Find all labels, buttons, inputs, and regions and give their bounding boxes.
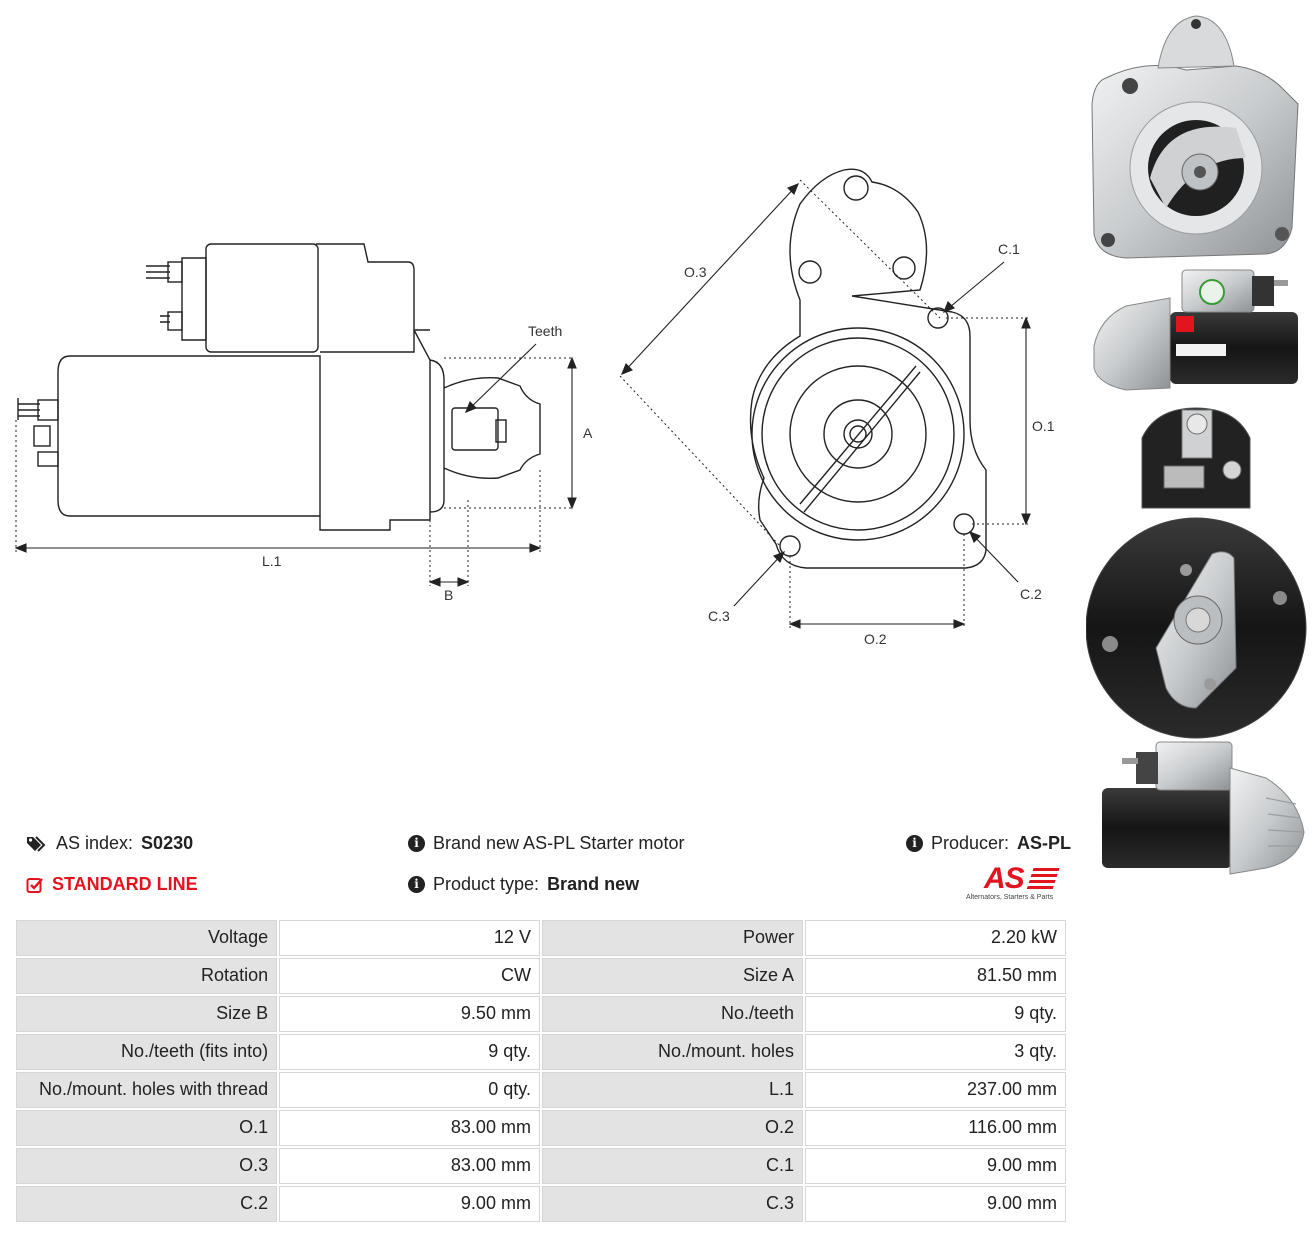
spec-label: No./teeth <box>541 996 804 1032</box>
spec-value: 83.00 mm <box>279 1110 540 1146</box>
spec-label: Rotation <box>16 958 278 994</box>
spec-value: 9 qty. <box>279 1034 540 1070</box>
table-row: Size B 9.50 mm No./teeth 9 qty. <box>16 996 1066 1032</box>
specs-table: Voltage 12 V Power 2.20 kW Rotation CW S… <box>14 918 1068 1224</box>
table-row: No./mount. holes with thread 0 qty. L.1 … <box>16 1072 1066 1108</box>
table-row: No./teeth (fits into) 9 qty. No./mount. … <box>16 1034 1066 1070</box>
producer-label: Producer: <box>931 833 1010 853</box>
spec-label: No./mount. holes <box>541 1034 804 1070</box>
spec-value: 9 qty. <box>805 996 1066 1032</box>
spec-value: 9.50 mm <box>279 996 540 1032</box>
check-square-icon <box>26 877 43 893</box>
table-row: C.2 9.00 mm C.3 9.00 mm <box>16 1186 1066 1222</box>
table-row: Voltage 12 V Power 2.20 kW <box>16 920 1066 956</box>
producer: i Producer: AS-PL <box>906 833 1071 854</box>
tags-icon <box>27 835 46 852</box>
spec-label: C.3 <box>541 1186 804 1222</box>
photo-commutator-end <box>1086 407 1307 739</box>
label-l1: L.1 <box>262 553 282 569</box>
spec-value: 9.00 mm <box>805 1186 1066 1222</box>
spec-value: CW <box>279 958 540 994</box>
spec-value: 9.00 mm <box>805 1148 1066 1184</box>
label-o3: O.3 <box>684 264 707 280</box>
label-size-b: B <box>444 587 453 603</box>
spec-value: 0 qty. <box>279 1072 540 1108</box>
spec-label: No./teeth (fits into) <box>16 1034 278 1070</box>
logo-stripes <box>1026 868 1060 890</box>
product-line: STANDARD LINE <box>26 874 198 895</box>
product-photos <box>1086 8 1310 876</box>
spec-label: Voltage <box>16 920 278 956</box>
spec-label: C.2 <box>16 1186 278 1222</box>
as-pl-logo: AS Alternators, Starters & Parts <box>960 862 1070 912</box>
label-teeth: Teeth <box>528 323 562 339</box>
label-c3: C.3 <box>708 608 730 624</box>
spec-value: 9.00 mm <box>279 1186 540 1222</box>
side-view-drive-housing <box>319 329 431 531</box>
photo-drive-end-front <box>1091 15 1299 259</box>
dimension-drawing-svg: Teeth A L.1 B <box>14 168 1055 647</box>
table-row: O.1 83.00 mm O.2 116.00 mm <box>16 1110 1066 1146</box>
photo-side-view <box>1093 269 1298 391</box>
front-view-housing-outer <box>751 327 965 541</box>
technical-drawing: Teeth A L.1 B <box>14 168 1055 647</box>
info-circle-icon: i <box>408 835 425 852</box>
label-size-a: A <box>583 425 593 441</box>
logo-tagline: Alternators, Starters & Parts <box>966 894 1054 901</box>
spec-value: 3 qty. <box>805 1034 1066 1070</box>
table-row: Rotation CW Size A 81.50 mm <box>16 958 1066 994</box>
side-view-solenoid <box>205 243 319 353</box>
label-c1: C.1 <box>998 241 1020 257</box>
table-row: O.3 83.00 mm C.1 9.00 mm <box>16 1148 1066 1184</box>
hole-c2 <box>953 513 975 535</box>
logo-mark: AS <box>984 862 1025 895</box>
product-type-value: Brand new <box>547 874 640 894</box>
front-view-flange <box>749 168 987 569</box>
info-circle-icon: i <box>408 876 425 893</box>
label-c2: C.2 <box>1020 586 1042 602</box>
product-type: i Product type: Brand new <box>408 874 639 895</box>
label-o2: O.2 <box>864 631 887 647</box>
spec-label: Power <box>541 920 804 956</box>
spec-value: 237.00 mm <box>805 1072 1066 1108</box>
spec-label: No./mount. holes with thread <box>16 1072 278 1108</box>
spec-label: O.2 <box>541 1110 804 1146</box>
product-description: i Brand new AS-PL Starter motor <box>408 833 684 854</box>
as-index-label: AS index: <box>56 833 134 853</box>
product-info: AS index: S0230 STANDARD LINE i Brand ne… <box>0 826 1080 916</box>
side-view-motor-body <box>57 355 321 517</box>
as-index-value: S0230 <box>141 833 194 853</box>
spec-value: 2.20 kW <box>805 920 1066 956</box>
label-o1: O.1 <box>1032 418 1055 434</box>
spec-value: 12 V <box>279 920 540 956</box>
spec-label: C.1 <box>541 1148 804 1184</box>
spec-label: O.1 <box>16 1110 278 1146</box>
product-line-label: STANDARD LINE <box>52 874 198 894</box>
spec-value: 116.00 mm <box>805 1110 1066 1146</box>
spec-label: Size B <box>16 996 278 1032</box>
spec-label: O.3 <box>16 1148 278 1184</box>
producer-value: AS-PL <box>1017 833 1072 853</box>
spec-value: 83.00 mm <box>279 1148 540 1184</box>
spec-label: L.1 <box>541 1072 804 1108</box>
photo-side-view-2 <box>1102 741 1305 875</box>
description-text: Brand new AS-PL Starter motor <box>433 833 685 853</box>
info-circle-icon: i <box>906 835 923 852</box>
product-photos-svg <box>1086 15 1307 875</box>
as-index: AS index: S0230 <box>26 833 193 854</box>
spec-value: 81.50 mm <box>805 958 1066 994</box>
product-type-label: Product type: <box>433 874 540 894</box>
spec-label: Size A <box>541 958 804 994</box>
